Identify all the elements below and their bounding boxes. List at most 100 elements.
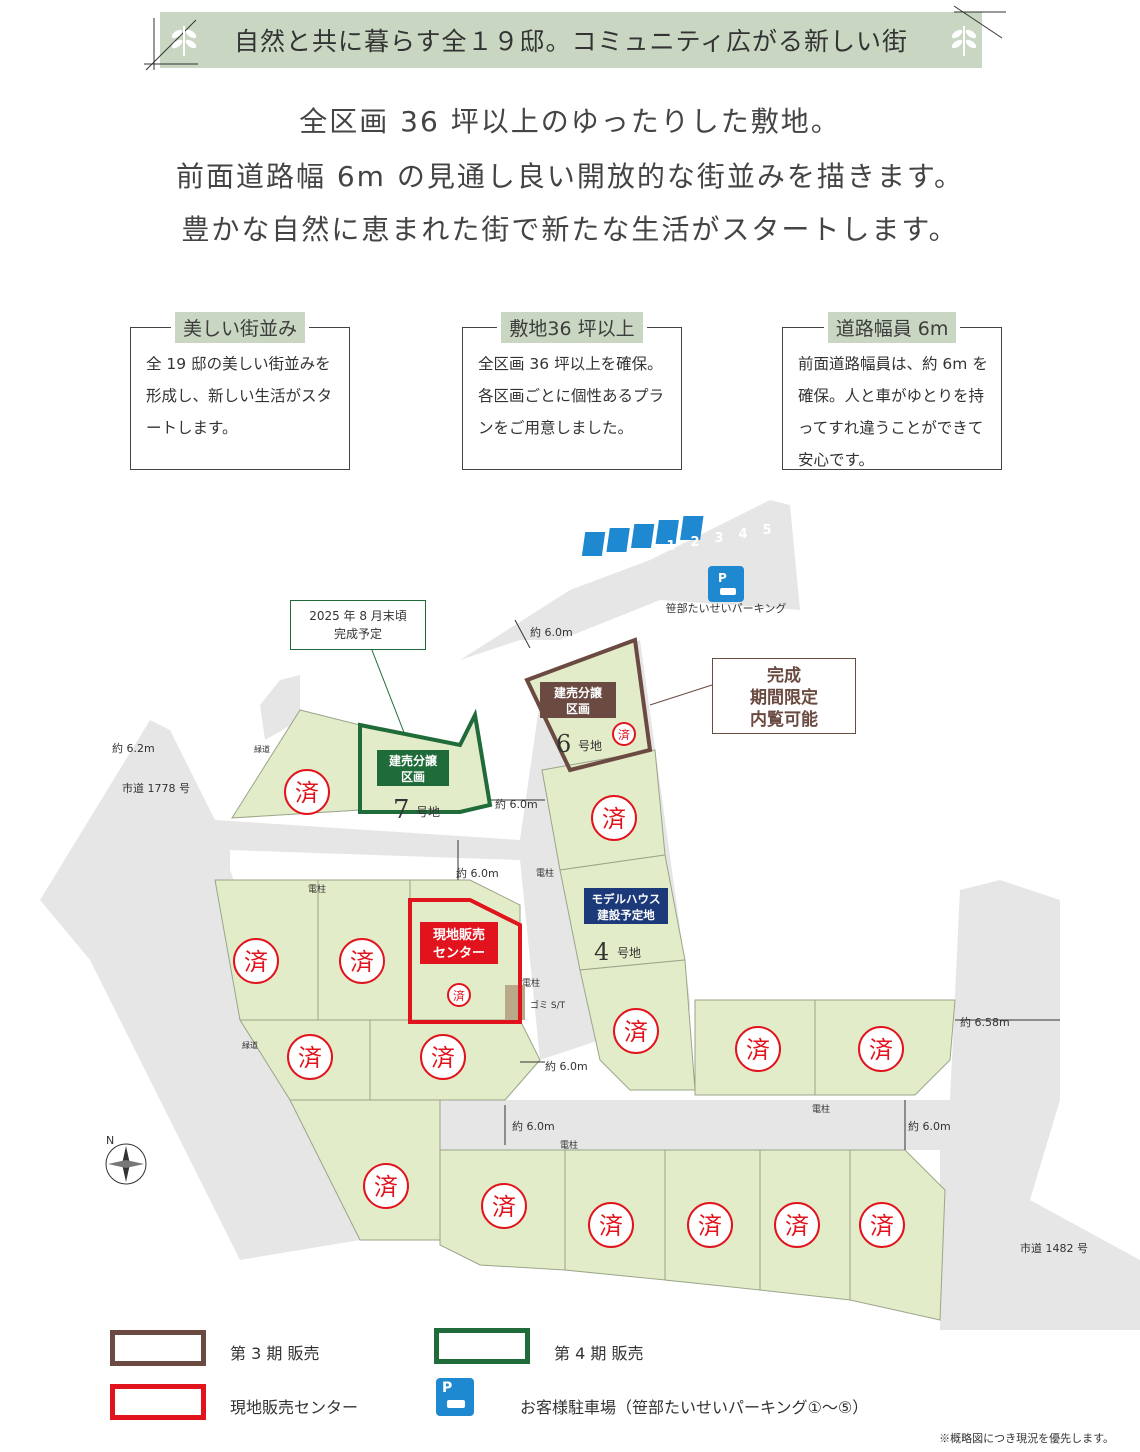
lot-4-tag-line2: 建設予定地 (597, 908, 655, 922)
utility-pole-label: 電柱 (812, 1103, 830, 1115)
sold-stamp (284, 769, 330, 815)
feature-body: 前面道路幅員は、約 6m を確保。人と車がゆとりを持ってすれ違うことができて安心… (798, 355, 988, 469)
sold-stamps (233, 722, 905, 1248)
road-width-center: 約 6.0m (456, 866, 499, 880)
road-right-lower (440, 880, 1140, 1330)
leaf-icon-left (171, 26, 197, 56)
utility-pole-label: 電柱 (308, 883, 326, 895)
lot-6-number: 6 (556, 730, 571, 758)
road-top (460, 500, 800, 660)
sold-mark: 済 (244, 948, 268, 976)
sold-mark: 済 (453, 988, 465, 1003)
parking-number: 3 (714, 531, 723, 546)
side-road-label: 緑道 (254, 744, 270, 754)
legend-parking-icon: P (436, 1378, 474, 1416)
sold-stamp (363, 1163, 409, 1209)
roads (40, 500, 1140, 1330)
limited-view-callout-line (649, 684, 713, 706)
lot-7-tag-line1: 建売分譲 (388, 753, 438, 768)
lot-7-outline (358, 708, 493, 814)
sold-mark: 済 (624, 1018, 648, 1046)
lot-6-tag (540, 682, 616, 718)
parking-symbol: P (718, 571, 727, 585)
parking-slot (581, 532, 606, 556)
sold-stamp (687, 1202, 733, 1248)
feature-title: 敷地36 坪以上 (501, 311, 643, 343)
sold-mark: 済 (746, 1036, 770, 1064)
sold-stamp (774, 1202, 820, 1248)
road-width-top: 約 6.0m (530, 625, 573, 639)
sold-stamp (613, 1008, 659, 1054)
feature-road-width: 道路幅員 6m 前面道路幅員は、約 6m を確保。人と車がゆとりを持ってすれ違う… (782, 311, 1003, 470)
sold-stamp (735, 1026, 781, 1072)
parking-slot (630, 524, 655, 548)
sold-stamp (339, 938, 385, 984)
parking-slot (680, 516, 704, 540)
lot-4-unit: 号地 (617, 946, 641, 960)
banner-title: 自然と共に暮らす全１９邸。コミュニティ広がる新しい街 (233, 27, 908, 56)
feature-body: 全区画 36 坪以上を確保。各区画ごとに個性あるプランをご用意しました。 (478, 355, 665, 437)
compass-label: N (106, 1134, 114, 1147)
intro-line-1: 全区画 36 坪以上のゆったりした敷地。 (299, 105, 841, 138)
lot-7-unit: 号地 (416, 805, 440, 819)
utility-pole-label: 電柱 (560, 1139, 578, 1151)
road-left (90, 870, 360, 1260)
sold-stamp-text: 済 済 済 済 済 済 済 済 済 済 済 済 済 済 済 済 済 (244, 727, 894, 1240)
sales-center-outline (408, 898, 522, 1024)
dimension-arrows (457, 619, 1060, 1150)
title-banner: 自然と共に暮らす全１９邸。コミュニティ広がる新しい街 (160, 12, 982, 68)
sold-mark: 済 (602, 805, 626, 833)
feature-title: 道路幅員 6m (827, 311, 957, 343)
sold-stamp (287, 1034, 333, 1080)
sales-center-line1: 現地販売 (433, 927, 485, 943)
car-icon (720, 588, 736, 595)
sold-mark: 済 (295, 779, 319, 807)
lot-6-unit: 号地 (578, 739, 602, 753)
sold-mark: 済 (870, 1212, 894, 1240)
utility-pole-label: 電柱 (522, 977, 540, 989)
intro-line-2: 前面道路幅 6m の見通し良い開放的な街並みを描きます。 (175, 160, 965, 193)
road-width-middle: 約 6.0m (545, 1059, 588, 1073)
side-road-label: 緑道 (242, 1040, 258, 1050)
lot-6-tag-line1: 建売分譲 (553, 685, 603, 700)
road-width-lot7: 約 6.0m (495, 797, 538, 811)
road-width-right: 約 6.58m (960, 1015, 1010, 1029)
parking-slot (655, 520, 679, 544)
parking-area: 1 2 3 4 5 P 笹部たいせいパーキング (581, 516, 787, 615)
feature-streetscape: 美しい街並み 全 19 邸の美しい街並みを形成し、新しい生活がスタートします。 (130, 311, 351, 470)
feature-title: 美しい街並み (175, 311, 306, 343)
leaf-icon-right (951, 26, 977, 56)
sold-mark: 済 (492, 1193, 516, 1221)
footnote: ※概略図につき現況を優先します。 (939, 1432, 1114, 1445)
legend-sales-center-label: 現地販売センター (230, 1398, 359, 1417)
legend-phase3-swatch (110, 1330, 206, 1366)
lot-4-tag-line1: モデルハウス (592, 892, 661, 906)
lot-4-tag (584, 888, 668, 924)
site-map: 1 2 3 4 5 P 笹部たいせいパーキング 約 6.0m 約 6.0m 約 … (40, 500, 1140, 1330)
feature-lot-size: 敷地36 坪以上 全区画 36 坪以上を確保。各区画ごとに個性あるプランをご用意… (462, 311, 682, 470)
sold-stamp (612, 722, 636, 746)
sold-mark: 済 (374, 1173, 398, 1201)
road-width-left: 約 6.2m (112, 741, 155, 755)
legend-phase4-swatch (434, 1328, 530, 1364)
sold-stamp (588, 1202, 634, 1248)
sold-mark: 済 (350, 948, 374, 976)
parking-slot (606, 528, 630, 552)
parking-number: 5 (762, 523, 771, 538)
sold-mark: 済 (431, 1044, 455, 1072)
city-road-right: 市道 1482 号 (1020, 1241, 1088, 1255)
parking-name: 笹部たいせいパーキング (666, 601, 787, 615)
road-center (40, 640, 690, 1060)
garbage-station-label: ゴミ S/T (530, 999, 566, 1011)
legend-sales-center-swatch (110, 1384, 206, 1420)
sold-stamp (420, 1034, 466, 1080)
lot-7-tag (377, 750, 449, 786)
city-road-left: 市道 1778 号 (122, 781, 190, 795)
road-width-lower: 約 6.0m (512, 1119, 555, 1133)
lot-4-number: 4 (594, 938, 609, 966)
sold-mark: 済 (869, 1036, 893, 1064)
completion-note-line2: 完成予定 (333, 627, 382, 641)
sold-mark: 済 (785, 1212, 809, 1240)
feature-body: 全 19 邸の美しい街並みを形成し、新しい生活がスタートします。 (146, 355, 333, 437)
legend-phase4-label: 第 4 期 販売 (554, 1344, 644, 1363)
